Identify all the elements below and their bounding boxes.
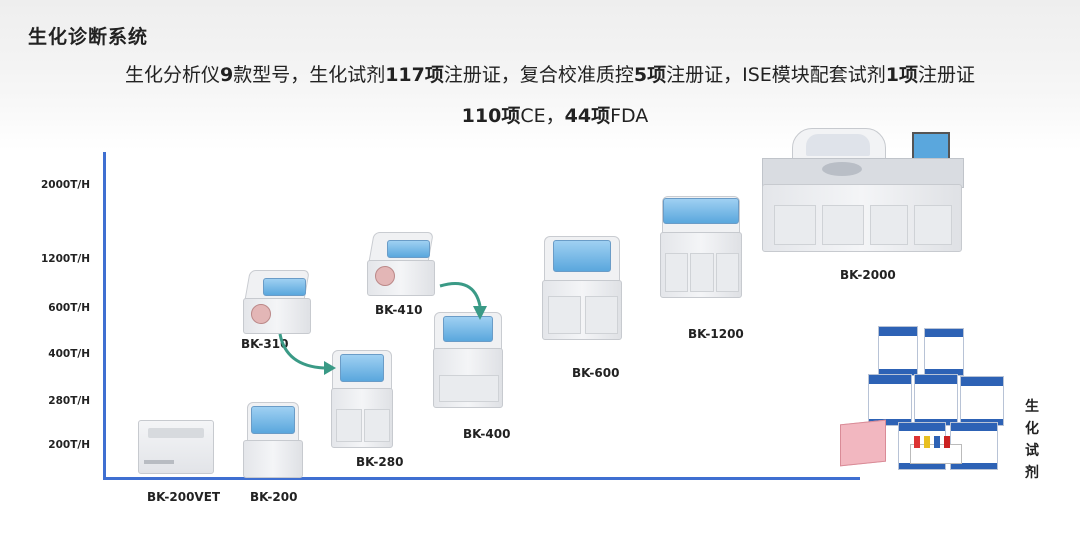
machine-bk-2000-label: BK-2000 <box>840 268 896 282</box>
machine-bk-310-label: BK-310 <box>241 337 289 351</box>
summary-segment: 1项 <box>885 64 919 86</box>
upgrade-arrow-310-to-280 <box>278 333 336 375</box>
y-axis <box>103 152 106 480</box>
y-tick-200: 200T/H <box>48 439 90 451</box>
summary-segment: 117项 <box>385 64 444 86</box>
summary-segment: 款型号，生化试剂 <box>233 64 386 86</box>
reagent-label-char: 生 <box>1025 399 1039 415</box>
machine-bk-280-image <box>331 350 393 448</box>
summary-segment: 9 <box>219 64 234 86</box>
reagent-vertical-label: 生 化 试 剂 <box>1022 396 1042 484</box>
machine-bk-200vet-image <box>138 420 214 474</box>
machine-bk-2000-image <box>762 128 964 252</box>
reagent-label-char: 化 <box>1025 421 1039 437</box>
machine-bk-200-label: BK-200 <box>250 490 298 504</box>
summary-segment: 注册证，ISE模块配套试剂 <box>666 64 886 86</box>
summary-segment: 5项 <box>633 64 667 86</box>
summary-line-1: 生化分析仪9款型号，生化试剂117项注册证，复合校准质控5项注册证，ISE模块配… <box>0 60 1080 87</box>
summary-line-2: 110项CE，44项FDA <box>0 101 1080 128</box>
machine-bk-280-label: BK-280 <box>356 455 404 469</box>
machine-bk-400-image <box>433 312 503 408</box>
y-tick-400: 400T/H <box>48 348 90 360</box>
reagent-label-char: 剂 <box>1025 465 1039 481</box>
machine-bk-1200-image <box>660 196 742 298</box>
reagent-label-char: 试 <box>1025 443 1039 459</box>
machine-bk-1200-label: BK-1200 <box>688 327 744 341</box>
machine-bk-400-label: BK-400 <box>463 427 511 441</box>
x-axis <box>103 477 860 480</box>
machine-bk-600-label: BK-600 <box>572 366 620 380</box>
y-tick-1200: 1200T/H <box>40 253 90 265</box>
machine-bk-600-image <box>542 236 622 340</box>
y-tick-600: 600T/H <box>48 302 90 314</box>
summary-segment: 注册证 <box>918 64 976 86</box>
summary-segment: FDA <box>610 105 649 127</box>
summary-segment: 44项 <box>564 105 611 127</box>
page-title: 生化诊断系统 <box>28 26 149 48</box>
upgrade-arrow-410-to-400 <box>439 282 487 320</box>
summary-segment: 110项 <box>461 105 521 127</box>
y-tick-2000: 2000T/H <box>40 179 90 191</box>
summary-segment: 生化分析仪 <box>124 64 220 86</box>
machine-bk-200-image <box>243 402 303 478</box>
summary-segment: 注册证，复合校准质控 <box>443 64 634 86</box>
machine-bk-310-image <box>243 270 311 334</box>
machine-bk-410-image <box>367 232 435 296</box>
machine-bk-200vet-label: BK-200VET <box>147 490 221 504</box>
y-tick-280: 280T/H <box>48 395 90 407</box>
reagent-kits-image <box>838 326 1020 474</box>
machine-bk-410-label: BK-410 <box>375 303 423 317</box>
summary-segment: CE， <box>520 105 565 127</box>
